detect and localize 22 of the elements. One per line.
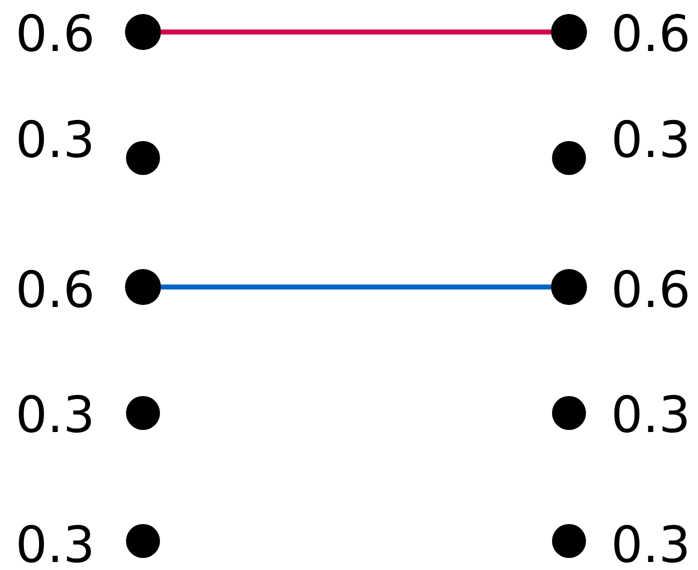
value-label: 0.3 xyxy=(611,517,691,570)
dot xyxy=(551,269,587,305)
dot xyxy=(126,396,160,430)
dot xyxy=(552,141,586,175)
value-label: 0.3 xyxy=(15,112,95,168)
dot xyxy=(552,396,586,430)
dot xyxy=(552,524,586,558)
value-label: 0.3 xyxy=(611,112,691,168)
connector-line xyxy=(161,284,551,290)
connector-line xyxy=(161,30,551,34)
value-label: 0.3 xyxy=(15,517,95,570)
value-label: 0.6 xyxy=(611,6,691,62)
value-label: 0.6 xyxy=(611,262,691,318)
dot xyxy=(125,14,161,50)
dot xyxy=(551,14,587,50)
value-label: 0.6 xyxy=(15,262,95,318)
dot xyxy=(126,524,160,558)
dot xyxy=(126,141,160,175)
value-label: 0.3 xyxy=(611,387,691,443)
value-label: 0.6 xyxy=(15,6,95,62)
dot xyxy=(125,269,161,305)
value-label: 0.3 xyxy=(15,387,95,443)
